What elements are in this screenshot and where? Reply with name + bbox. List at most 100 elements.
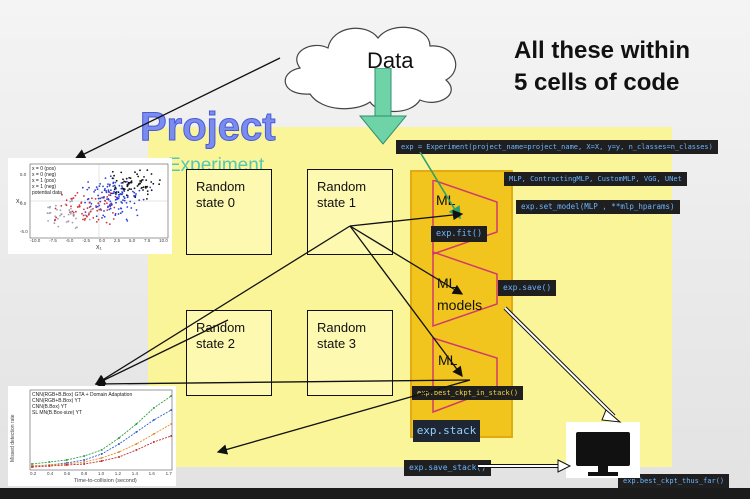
scatter-point: [81, 212, 83, 215]
scatter-point: [108, 184, 111, 187]
scatter-point: [133, 191, 136, 194]
line-point: [118, 443, 120, 445]
scatter-point: [122, 195, 125, 198]
scatter-point: [95, 205, 97, 207]
scatter-point: [149, 186, 152, 189]
scatter-point: [107, 206, 109, 209]
scatter-point: [121, 181, 124, 184]
scatter-point: [111, 192, 114, 195]
scatter-point: [106, 196, 109, 198]
scatter-point: [95, 186, 98, 189]
scatter-point: [82, 214, 85, 217]
ml-block-2-icon: [432, 250, 498, 328]
scatter-point: [125, 194, 128, 197]
random-state-index: state 0: [196, 195, 236, 210]
scatter-point: [112, 185, 115, 187]
scatter-point: [135, 193, 137, 195]
scatter-point: [101, 191, 103, 194]
scatter-point: [144, 186, 147, 189]
random-state-label: Random: [196, 320, 246, 335]
scatter-point: [78, 205, 80, 208]
scatter-point: [121, 191, 123, 193]
scatter-point: [84, 211, 87, 213]
scatter-point: [120, 201, 123, 203]
scatter-point: [96, 209, 99, 212]
code-save-stack: exp.save_stack(): [404, 460, 492, 476]
scatter-point: [96, 205, 99, 208]
scatter-point: [115, 201, 117, 204]
scatter-point: [116, 198, 118, 201]
scatter-point: [125, 218, 128, 221]
data-arrow-icon: [358, 68, 408, 145]
scatter-point: [120, 171, 123, 174]
scatter-point: [78, 204, 81, 206]
line-plot-svg: [29, 389, 173, 471]
scatter-point: [132, 190, 134, 193]
scatter-point: [123, 199, 126, 202]
scatter-point: [136, 173, 139, 176]
scatter-point: [109, 175, 112, 178]
scatter-point: [107, 190, 110, 193]
scatter-point: [109, 207, 112, 210]
scatter-point: [106, 209, 109, 211]
scatter-point: [113, 206, 116, 209]
scatter-point: [134, 194, 137, 197]
scatter-point: [120, 207, 122, 210]
ml-block-2-subtext: models: [437, 297, 483, 313]
scatter-point: [100, 209, 103, 211]
line-xtick: 1.0: [97, 471, 105, 476]
scatter-point: [84, 201, 86, 204]
scatter-point: [115, 179, 118, 182]
line-legend-item: SL MN(B.Box-size) YT: [32, 410, 83, 416]
line-point: [31, 466, 33, 468]
scatter-point: [83, 219, 86, 221]
scatter-point: [121, 187, 124, 189]
line-series: [31, 435, 172, 468]
scatter-point: [140, 186, 143, 189]
scatter-point: [92, 217, 95, 219]
scatter-point: [142, 186, 145, 189]
scatter-point: [123, 190, 126, 192]
line-point: [118, 456, 120, 458]
random-state-label: Random: [317, 179, 367, 194]
scatter-plot-thumbnail: x = 0 (pos) x = 0 (neg) x = 1 (pos) x = …: [8, 158, 172, 254]
scatter-point: [111, 170, 114, 173]
scatter-point: [94, 198, 97, 200]
scatter-point: [115, 196, 118, 199]
line-series: [31, 423, 172, 467]
scatter-point: [81, 186, 84, 189]
scatter-point: [123, 188, 126, 191]
scatter-point: [109, 200, 112, 203]
scatter-legend-item: x = 1 (pos): [32, 178, 56, 184]
scatter-point: [107, 183, 109, 185]
scatter-point: [130, 207, 133, 209]
scatter-point: [108, 208, 111, 211]
scatter-point: [95, 215, 98, 218]
scatter-point: [71, 210, 74, 213]
scatter-yticks: 5.0 0.0 -5.0: [20, 172, 28, 234]
scatter-point: [55, 204, 57, 207]
scatter-point: [158, 183, 161, 186]
scatter-point: [120, 182, 123, 184]
scatter-xtick: 7.5: [144, 238, 151, 243]
scatter-point: [134, 196, 137, 199]
scatter-point: [46, 212, 49, 215]
line-xtick: 0.2: [30, 471, 37, 476]
scatter-point: [105, 221, 108, 224]
line-point: [83, 461, 86, 463]
scatter-point: [69, 213, 72, 215]
scatter-point: [47, 206, 49, 209]
scatter-point: [133, 187, 136, 190]
scatter-point: [97, 218, 100, 221]
scatter-point: [94, 189, 97, 191]
scatter-point: [112, 212, 114, 214]
scatter-point: [102, 185, 104, 188]
line-xlabel: Time-to-collision (second): [74, 478, 137, 484]
scatter-point: [101, 196, 103, 199]
code-experiment-init: exp = Experiment(project_name=project_na…: [396, 140, 718, 154]
scatter-point: [107, 189, 110, 191]
random-state-1: Random state 1: [307, 169, 393, 255]
scatter-point: [95, 221, 98, 223]
scatter-point: [140, 181, 143, 183]
